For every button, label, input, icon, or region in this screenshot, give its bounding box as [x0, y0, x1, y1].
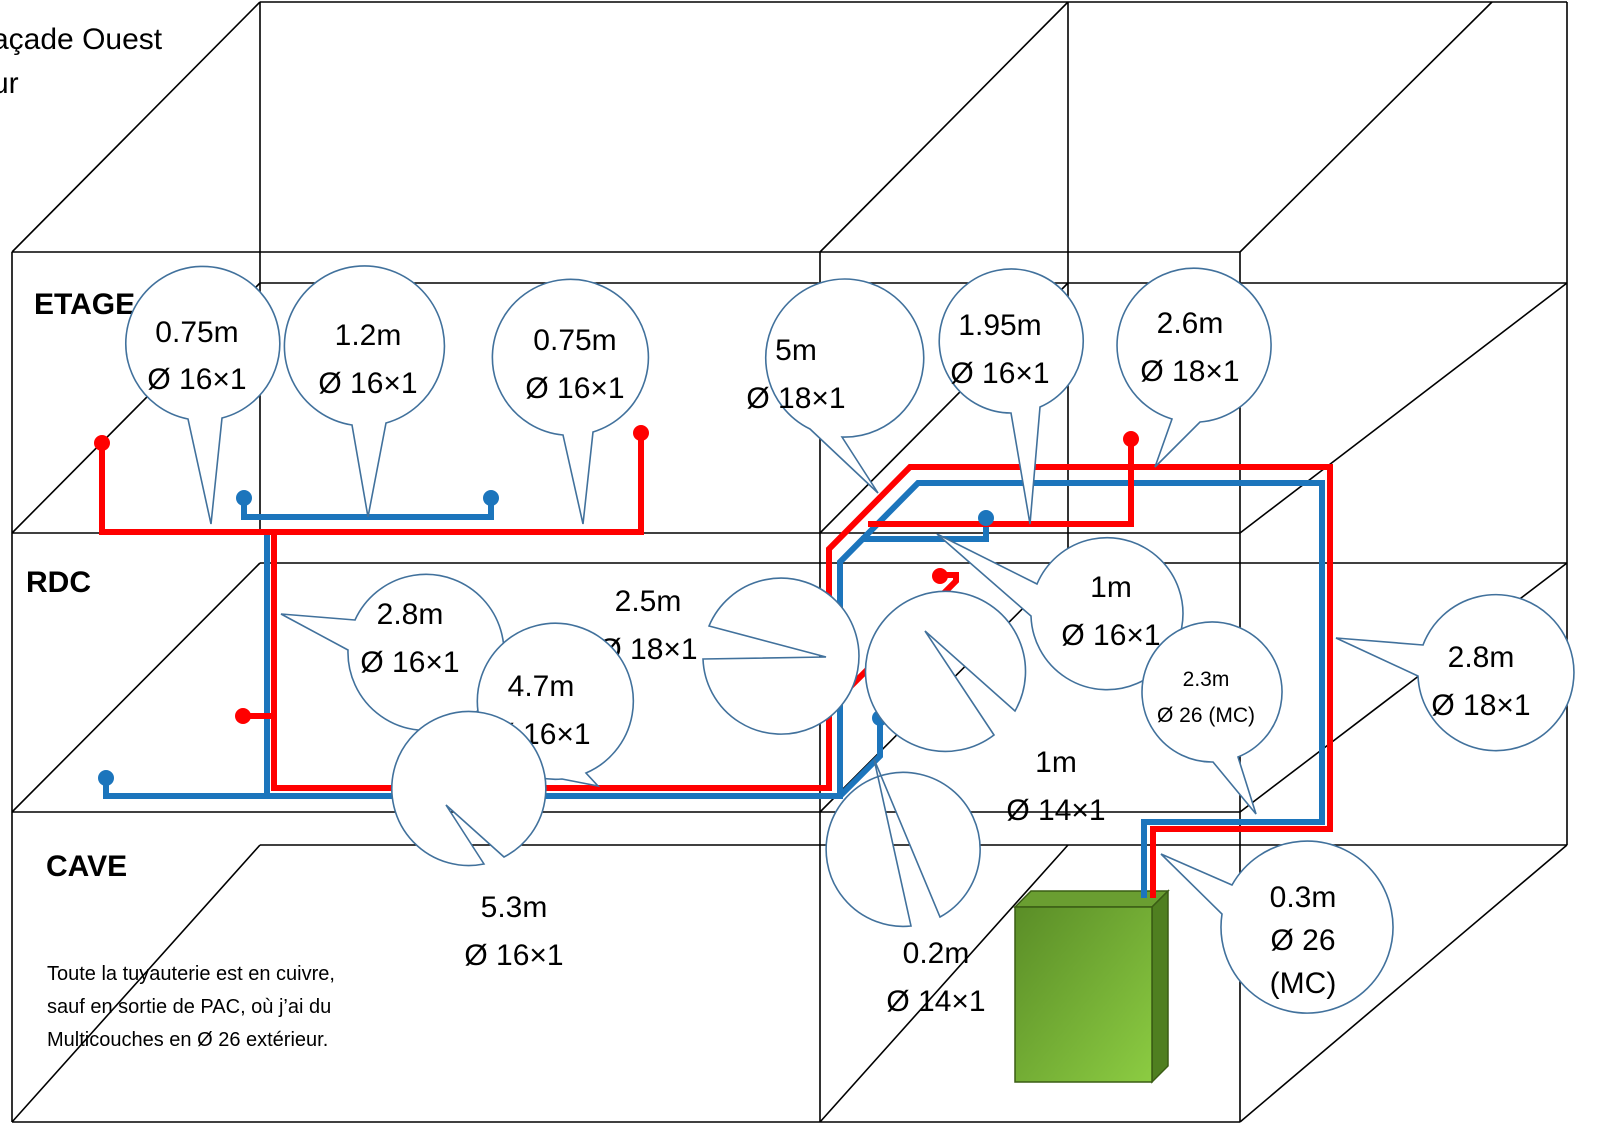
callout-1: 0.75m Ø 16×1 — [125, 265, 281, 525]
svg-text:Ø 18×1: Ø 18×1 — [1431, 689, 1530, 722]
svg-text:2.3m: 2.3m — [1183, 668, 1230, 691]
callout-7: 2.8m Ø 16×1 — [280, 573, 505, 732]
svg-text:sauf en sortie de PAC, où j’ai: sauf en sortie de PAC, où j’ai du — [47, 996, 331, 1018]
facade-subtitle: ur — [0, 67, 19, 100]
svg-text:1.2m: 1.2m — [335, 319, 402, 352]
callout-5: 1.95m Ø 16×1 — [938, 268, 1085, 525]
svg-text:Multicouches en Ø 26 extérieur: Multicouches en Ø 26 extérieur. — [47, 1029, 328, 1051]
svg-text:5.3m: 5.3m — [481, 891, 548, 924]
svg-text:Ø 16×1: Ø 16×1 — [147, 363, 246, 396]
svg-text:Ø 16×1: Ø 16×1 — [464, 939, 563, 972]
callout-8: 2.5m Ø 18×1 — [598, 577, 860, 735]
svg-text:Ø 16×1: Ø 16×1 — [318, 367, 417, 400]
svg-text:4.7m: 4.7m — [508, 670, 575, 703]
floor-label-etage: ETAGE — [34, 288, 135, 321]
callout-15: 0.2m Ø 14×1 — [825, 758, 986, 1018]
callout-13: 1m Ø 14×1 — [864, 590, 1106, 827]
pipe-endpoints — [94, 425, 1139, 786]
callout-4: 5m Ø 18×1 — [746, 278, 925, 494]
svg-text:Ø 18×1: Ø 18×1 — [746, 382, 845, 415]
svg-text:(MC): (MC) — [1270, 967, 1337, 1000]
svg-text:Ø 16×1: Ø 16×1 — [1061, 619, 1160, 652]
callouts: 0.75m Ø 16×1 1.2m Ø 16×1 0.75m Ø 16×1 5m… — [125, 265, 1575, 1018]
svg-text:1.95m: 1.95m — [958, 309, 1041, 342]
svg-text:Toute la tuyauterie est en cui: Toute la tuyauterie est en cuivre, — [47, 963, 335, 985]
svg-text:Ø 26 (MC): Ø 26 (MC) — [1157, 704, 1255, 727]
svg-text:Ø 16×1: Ø 16×1 — [950, 357, 1049, 390]
svg-text:0.75m: 0.75m — [155, 316, 238, 349]
svg-text:Ø 14×1: Ø 14×1 — [886, 985, 985, 1018]
note-text: Toute la tuyauterie est en cuivre, sauf … — [47, 963, 335, 1051]
svg-text:Ø 16×1: Ø 16×1 — [525, 372, 624, 405]
svg-text:2.8m: 2.8m — [377, 598, 444, 631]
callout-16: 0.3m Ø 26 (MC) — [1160, 840, 1394, 1014]
svg-text:0.75m: 0.75m — [533, 324, 616, 357]
svg-text:2.8m: 2.8m — [1448, 641, 1515, 674]
floor-label-rdc: RDC — [26, 566, 91, 599]
svg-text:5m: 5m — [775, 334, 817, 367]
facade-title: açade Ouest — [0, 23, 163, 56]
svg-text:Ø 14×1: Ø 14×1 — [1006, 794, 1105, 827]
svg-text:2.6m: 2.6m — [1157, 307, 1224, 340]
floor-label-cave: CAVE — [46, 850, 127, 883]
svg-text:Ø 18×1: Ø 18×1 — [1140, 355, 1239, 388]
svg-text:0.3m: 0.3m — [1270, 881, 1337, 914]
svg-text:0.2m: 0.2m — [903, 937, 970, 970]
svg-text:2.5m: 2.5m — [615, 585, 682, 618]
callout-2: 1.2m Ø 16×1 — [283, 265, 446, 518]
svg-text:1m: 1m — [1090, 571, 1132, 604]
callout-6: 2.6m Ø 18×1 — [1116, 267, 1272, 468]
callout-3: 0.75m Ø 16×1 — [491, 278, 650, 525]
svg-text:Ø 26: Ø 26 — [1270, 924, 1335, 957]
svg-text:1m: 1m — [1035, 746, 1077, 779]
callout-14: 5.3m Ø 16×1 — [391, 710, 564, 972]
svg-text:Ø 16×1: Ø 16×1 — [360, 646, 459, 679]
callout-12: 2.8m Ø 18×1 — [1335, 593, 1575, 752]
heat-pump-unit — [1013, 889, 1170, 1084]
callout-11: 2.3m Ø 26 (MC) — [1141, 621, 1283, 815]
